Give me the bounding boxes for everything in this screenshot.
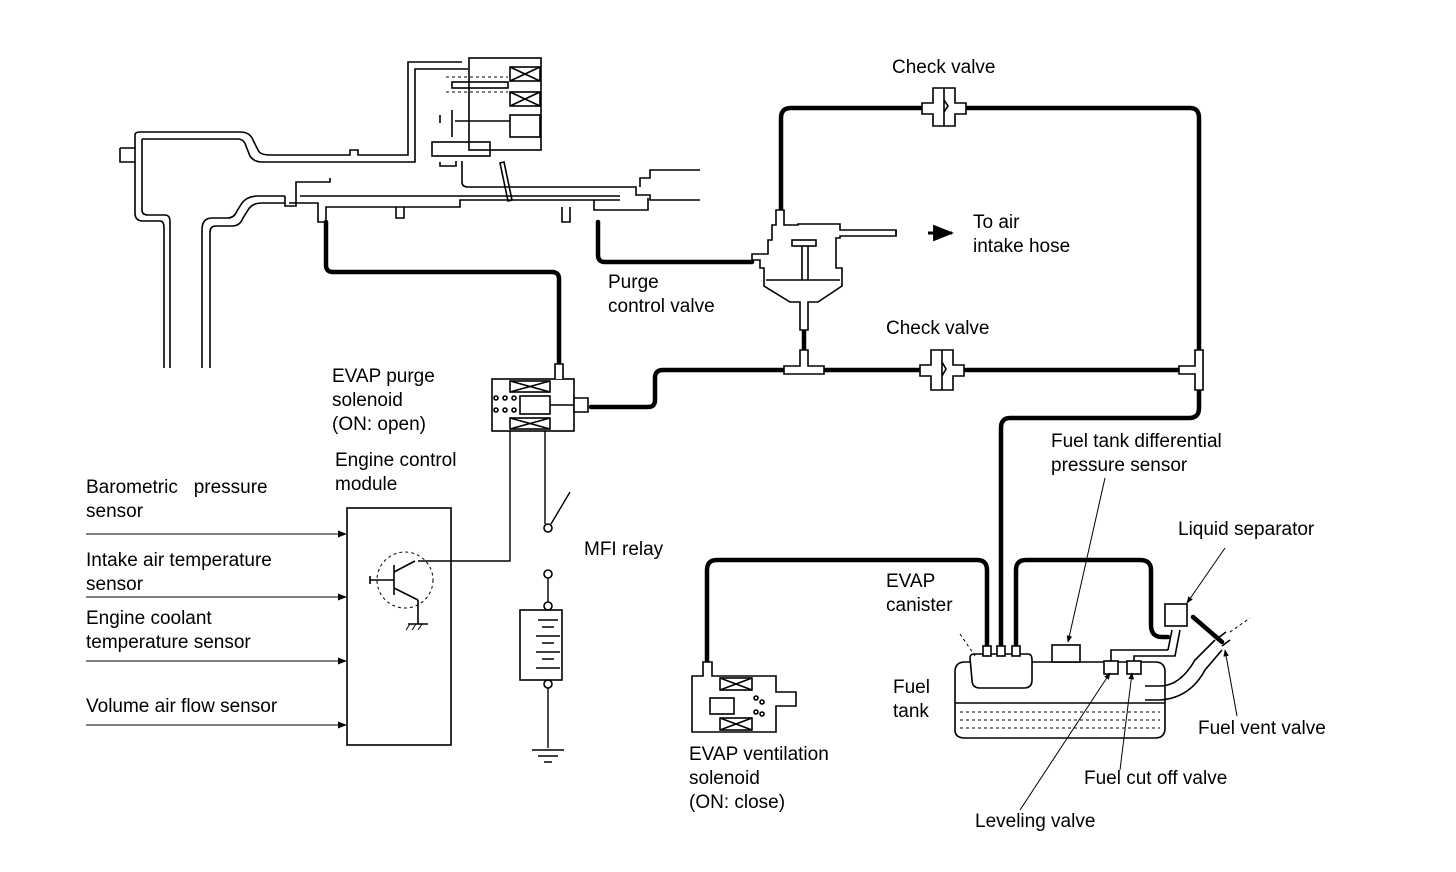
engine-coolant-temperature-sensor-label: Engine coolant temperature sensor	[86, 608, 251, 653]
intake-manifold	[119, 57, 700, 368]
evap-purge-solenoid	[491, 363, 589, 432]
purge-control-valve-label: Purge control valve	[608, 272, 715, 317]
fuel-cut-off-valve-label: Fuel cut off valve	[1084, 768, 1228, 789]
fuel-tank	[954, 639, 1223, 739]
liquid-separator	[1164, 603, 1188, 627]
leader-lines	[959, 477, 1238, 811]
battery	[519, 609, 563, 681]
fuel-tank-differential-pressure-sensor	[1051, 644, 1081, 663]
fuel-tank-label: Fuel tank	[893, 677, 930, 722]
volume-air-flow-sensor-label: Volume air flow sensor	[86, 696, 278, 717]
evap-ventilation-solenoid	[691, 661, 797, 733]
check-valve-mid-label: Check valve	[886, 318, 990, 339]
engine-control-module-label: Engine control module	[335, 450, 457, 495]
check-valve-mid	[919, 349, 965, 391]
tee-fitting-mid	[783, 349, 825, 375]
barometric-pressure-sensor-label: Barometric pressure sensor	[86, 477, 268, 522]
liquid-separator-label: Liquid separator	[1178, 519, 1315, 540]
fuel-vent-valve-label: Fuel vent valve	[1198, 718, 1326, 739]
purge-control-valve	[751, 209, 897, 331]
tee-fitting-right	[1178, 349, 1204, 391]
wiring	[418, 431, 571, 748]
check-valve-top-label: Check valve	[892, 57, 996, 78]
sensor-input-arrows	[86, 530, 347, 729]
ground-symbol	[532, 749, 564, 763]
evap-canister-label: EVAP canister	[886, 571, 953, 616]
evap-purge-solenoid-label: EVAP purge solenoid (ON: open)	[332, 366, 435, 435]
valve-lines	[1110, 629, 1181, 661]
evap-canister	[969, 645, 1033, 689]
leveling-valve-label: Leveling valve	[975, 811, 1096, 832]
leveling-valve	[1103, 660, 1119, 675]
hose-network	[323, 105, 1225, 665]
fuel-vent-valve	[1217, 617, 1251, 647]
check-valve-top	[921, 87, 967, 127]
engine-control-module	[346, 507, 452, 746]
mfi-relay-label: MFI relay	[584, 539, 664, 560]
fuel-tank-differential-pressure-sensor-label: Fuel tank differential pressure sensor	[1051, 431, 1222, 476]
fuel-cut-off-valve	[1126, 660, 1142, 675]
to-air-intake-label: To air intake hose	[973, 212, 1071, 257]
evap-ventilation-solenoid-label: EVAP ventilation solenoid (ON: close)	[689, 744, 829, 813]
intake-air-temperature-sensor-label: Intake air temperature sensor	[86, 550, 272, 595]
